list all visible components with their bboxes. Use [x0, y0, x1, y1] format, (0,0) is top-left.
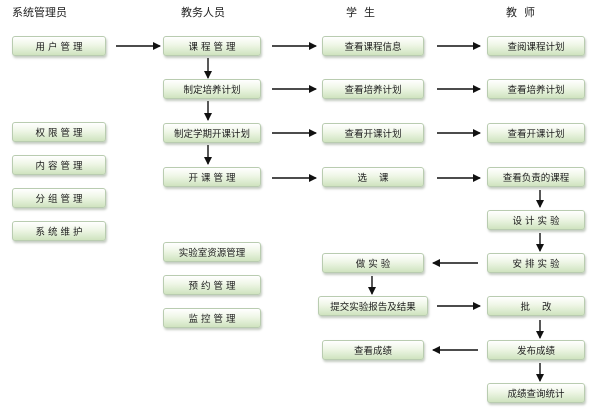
node-tch-publish[interactable]: 发布成绩 — [487, 340, 585, 360]
node-content-mgmt[interactable]: 内 容 管 理 — [12, 155, 106, 175]
node-tch-view-open[interactable]: 查看开课计划 — [487, 123, 585, 143]
node-course-mgmt[interactable]: 课 程 管 理 — [163, 36, 261, 56]
node-make-plan[interactable]: 制定培养计划 — [163, 79, 261, 99]
header-teacher: 教 师 — [506, 6, 535, 19]
node-stu-submit[interactable]: 提交实验报告及结果 — [318, 296, 428, 316]
header-student: 学 生 — [346, 6, 375, 19]
node-tch-design[interactable]: 设 计 实 验 — [487, 210, 585, 230]
node-open-course[interactable]: 开 课 管 理 — [163, 167, 261, 187]
node-tch-view-course[interactable]: 查阅课程计划 — [487, 36, 585, 56]
header-admin: 系统管理员 — [12, 6, 67, 19]
node-stu-select[interactable]: 选 课 — [322, 167, 424, 187]
node-user-mgmt[interactable]: 用 户 管 理 — [12, 36, 106, 56]
node-stu-view-course[interactable]: 查看课程信息 — [322, 36, 424, 56]
header-academic: 教务人员 — [181, 6, 225, 19]
node-tch-stats[interactable]: 成绩查询统计 — [487, 383, 585, 403]
node-booking-mgmt[interactable]: 预 约 管 理 — [163, 275, 261, 295]
node-tch-view-plan[interactable]: 查看培养计划 — [487, 79, 585, 99]
node-make-semester-plan[interactable]: 制定学期开课计划 — [163, 123, 261, 143]
node-stu-view-open[interactable]: 查看开课计划 — [322, 123, 424, 143]
node-stu-view-plan[interactable]: 查看培养计划 — [322, 79, 424, 99]
node-tch-view-resp[interactable]: 查看负责的课程 — [487, 167, 585, 187]
node-tch-arrange[interactable]: 安 排 实 验 — [487, 253, 585, 273]
node-perm-mgmt[interactable]: 权 限 管 理 — [12, 122, 106, 142]
node-group-mgmt[interactable]: 分 组 管 理 — [12, 188, 106, 208]
node-monitor-mgmt[interactable]: 监 控 管 理 — [163, 308, 261, 328]
node-stu-view-grade[interactable]: 查看成绩 — [322, 340, 424, 360]
node-sys-maint[interactable]: 系 统 维 护 — [12, 221, 106, 241]
node-lab-resource[interactable]: 实验室资源管理 — [163, 242, 261, 262]
node-stu-do-exp[interactable]: 做 实 验 — [322, 253, 424, 273]
node-tch-grade[interactable]: 批 改 — [487, 296, 585, 316]
